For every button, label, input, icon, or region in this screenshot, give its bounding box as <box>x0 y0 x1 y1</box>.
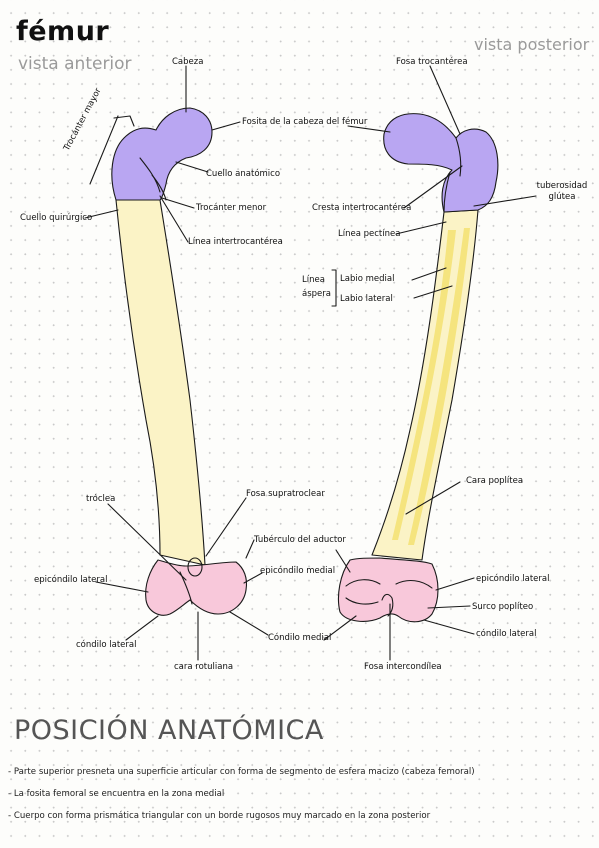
page-title: fémur <box>16 16 110 47</box>
label-tuberosidad-glutea: tuberosidad glútea <box>536 181 588 202</box>
section-title: POSICIÓN ANATÓMICA <box>14 715 324 746</box>
label-condilo-lateral-ant: cóndilo lateral <box>76 640 137 650</box>
posterior-head <box>383 113 499 213</box>
label-linea-intertrocanterea: Línea intertrocantérea <box>188 237 283 247</box>
note-line-2: - La fosita femoral se encuentra en la z… <box>8 789 225 799</box>
view-label-anterior: vista anterior <box>18 54 132 74</box>
label-linea-pectinea: Línea pectínea <box>338 229 401 239</box>
label-fosa-intercondilea: Fosa intercondílea <box>364 662 442 672</box>
view-label-posterior: vista posterior <box>474 35 590 54</box>
label-fosita: Fosita de la cabeza del fémur <box>242 117 368 127</box>
fosa-supratroclear-mark <box>187 557 203 577</box>
label-cuello-anatomico: Cuello anatómico <box>206 169 281 179</box>
note-line-1: - Parte superior presneta una superficie… <box>8 767 475 777</box>
label-trocanter-menor: Trocánter menor <box>196 203 267 213</box>
label-labio-lateral: Labio lateral <box>340 294 393 304</box>
note-line-3: - Cuerpo con forma prismática triangular… <box>8 811 431 821</box>
posterior-shaft <box>371 209 479 561</box>
label-cresta-intertrocanterea: Cresta intertrocantérea <box>312 203 412 213</box>
label-cuello-quirurgico: Cuello quirúrgico <box>20 213 93 223</box>
label-labio-medial: Labio medial <box>340 274 395 284</box>
posterior-condyles <box>337 557 439 623</box>
label-cabeza: Cabeza <box>172 57 204 67</box>
label-linea-aspera: Línea áspera <box>302 275 331 299</box>
femur-diagram <box>84 65 537 661</box>
label-epicondilo-lateral-post: epicóndilo lateral <box>476 574 550 584</box>
anterior-shaft <box>115 199 206 566</box>
label-condilo-lateral-post: cóndilo lateral <box>476 629 537 639</box>
label-condilo-medial: Cóndilo medial <box>268 633 332 643</box>
label-epicondilo-medial: epicóndilo medial <box>260 566 336 576</box>
label-epicondilo-lateral-ant: epicóndilo lateral <box>34 575 108 585</box>
label-cara-poplitea: Cara poplítea <box>466 476 524 486</box>
label-tuberculo-aductor: Tubérculo del aductor <box>254 535 346 545</box>
label-cara-rotuliana: cara rotuliana <box>174 662 234 672</box>
label-surco-popliteo: Surco poplíteo <box>472 602 534 612</box>
label-fosa-supratroclear: Fosa supratroclear <box>246 489 325 499</box>
anterior-condyles <box>145 559 248 616</box>
label-troclea: tróclea <box>86 494 116 504</box>
anterior-head <box>111 107 213 201</box>
label-fosa-trocanterea: Fosa trocantérea <box>396 57 468 67</box>
